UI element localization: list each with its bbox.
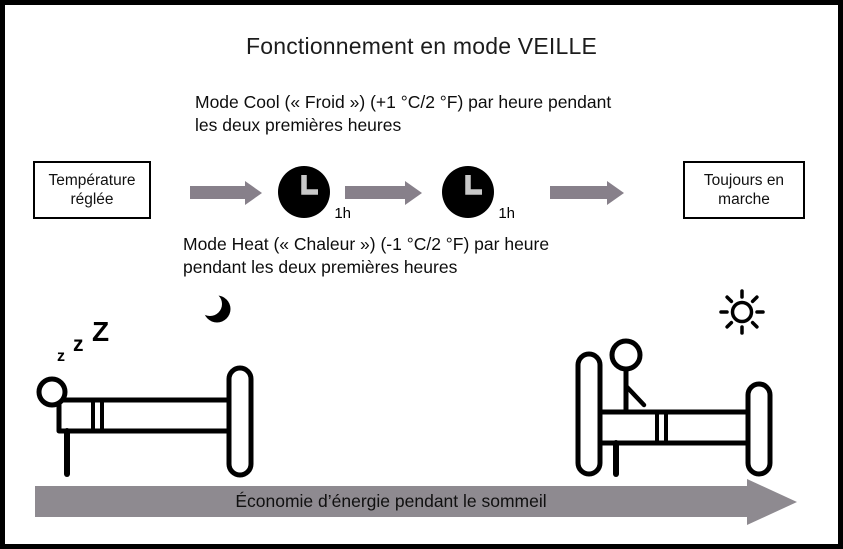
clock-icon-1: 1h [277, 165, 351, 222]
sun-icon [717, 287, 767, 342]
diagram-title: Fonctionnement en mode VEILLE [245, 33, 597, 59]
flow-arrow-icon-2 [345, 186, 405, 199]
set-temperature-box: Température réglée [33, 161, 151, 219]
cool-mode-description: Mode Cool (« Froid ») (+1 °C/2 °F) par h… [195, 92, 612, 136]
clock-icon [442, 166, 494, 218]
clock-icon [278, 166, 330, 218]
clock1-duration-label: 1h [334, 205, 351, 222]
waking-person-bed-illustration [560, 330, 785, 485]
flow-arrow-icon-1 [190, 186, 245, 199]
sleep-z-2: z [73, 333, 84, 356]
always-on-label: Toujours en marche [703, 171, 785, 208]
sleep-z-1: z [57, 348, 65, 365]
sleep-z-3: Z [92, 316, 110, 347]
heat-mode-description: Mode Heat (« Chaleur ») (-1 °C/2 °F) par… [183, 234, 550, 278]
clock-icon-2: 1h [441, 165, 515, 222]
energy-saving-label: Économie d’énergie pendant le sommeil [235, 491, 547, 511]
clock2-duration-label: 1h [498, 205, 515, 222]
moon-icon [201, 291, 233, 332]
sleeping-person-bed-illustration [23, 343, 268, 483]
always-on-box: Toujours en marche [683, 161, 805, 219]
flow-arrow-icon-3 [550, 186, 607, 199]
energy-saving-arrow: Économie d’énergie pendant le sommeil [35, 486, 747, 517]
set-temperature-label: Température réglée [48, 171, 136, 208]
sleep-zzz: z z Z [57, 318, 131, 375]
